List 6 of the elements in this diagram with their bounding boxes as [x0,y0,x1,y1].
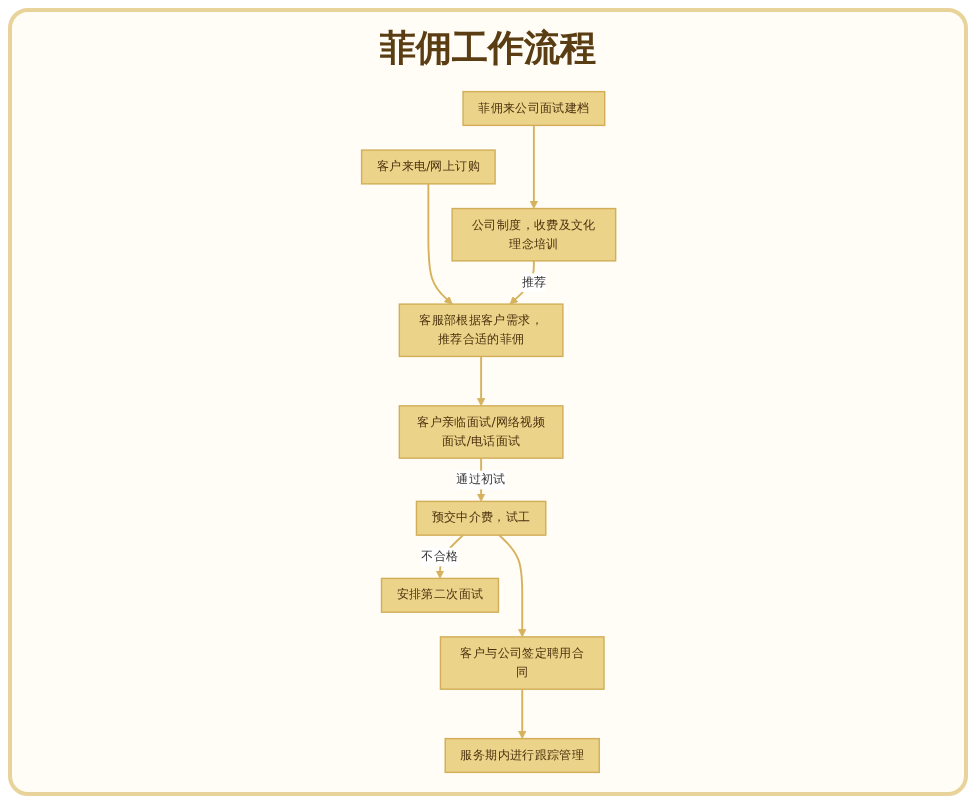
diagram-title: 菲佣工作流程 [380,26,596,72]
arrow [426,182,452,305]
arrow [476,355,485,407]
arrow [497,534,526,638]
arrow [529,124,538,209]
arrow [517,688,526,739]
